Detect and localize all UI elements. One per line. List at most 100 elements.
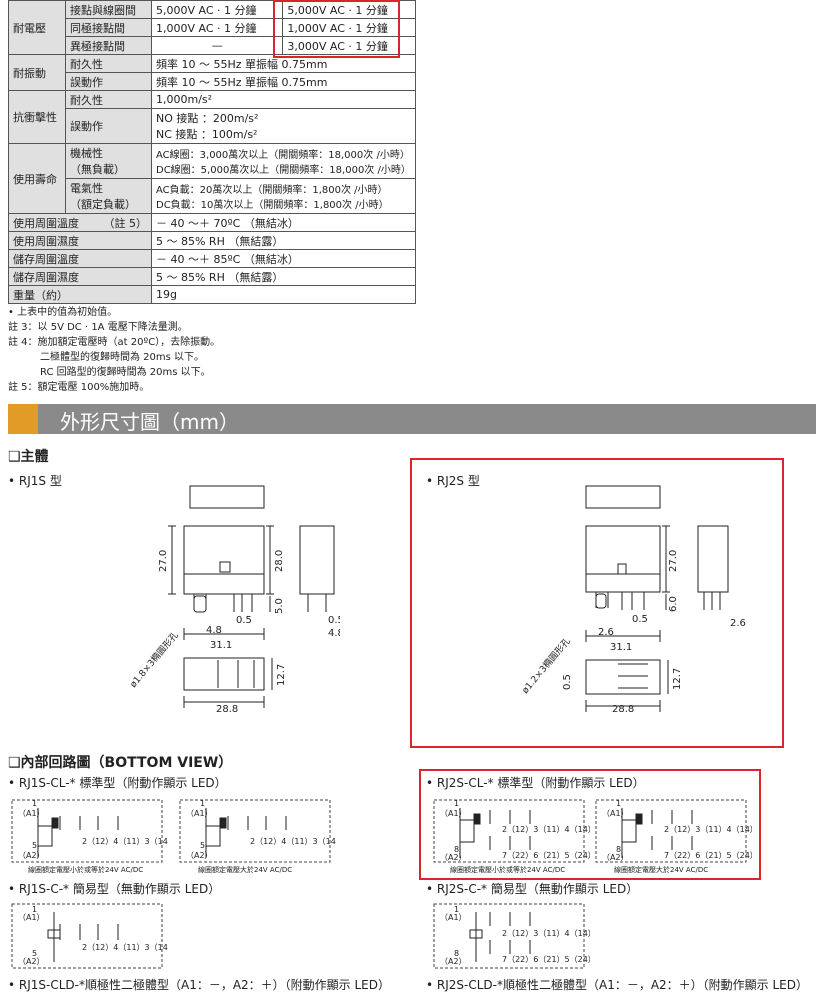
pin-label: 5	[32, 841, 37, 850]
dim-label: 0.5	[236, 615, 252, 626]
item-line: （無負載）	[70, 163, 125, 176]
value-cell: AC負載：20萬次以上（開關頻率：1,800次 /小時） DC負載：10萬次以上…	[151, 178, 416, 214]
pin-label: 8	[616, 845, 621, 854]
pin-label: （A1）	[440, 913, 467, 922]
dim-label: 4.8	[206, 625, 222, 636]
rj2s-cl-caption: • RJ2S-CL-* 標準型（附動作顯示 LED）	[426, 776, 645, 790]
relay-top-view	[189, 485, 265, 509]
table-row: 電氣性 （額定負載） AC負載：20萬次以上（開關頻率：1,800次 /小時） …	[9, 178, 416, 214]
note-line: RC 回路型的復歸時間為 20ms 以下。	[40, 367, 211, 378]
item-cell: 誤動作	[65, 108, 152, 144]
dim-label: 12.7	[672, 668, 683, 690]
value-line: DC負載：10萬次以上（開關頻率：1,800次 /小時）	[156, 200, 389, 211]
item-cell: 耐久性	[65, 90, 152, 109]
pin-label: 1	[454, 799, 459, 808]
rj2s-label: • RJ2S 型	[426, 474, 480, 488]
circuit-rj1s-cl-gt24: 1 （A1） 5 （A2） 2（12）4（11）3（14） 線圈額定電壓大於24…	[179, 799, 336, 874]
note-line: 二極體型的復歸時間為 20ms 以下。	[40, 352, 205, 363]
pin-label: 1	[616, 799, 621, 808]
value-line: AC負載：20萬次以上（開關頻率：1,800次 /小時）	[156, 185, 388, 196]
circuit-rj1s-cl-le24: 1 （A1） 5 （A2） 2（12）4（11）3（14） 線圈額定電壓小於或等…	[11, 799, 168, 874]
circuit-heading: ❑內部回路圖（BOTTOM VIEW）	[8, 755, 233, 771]
pin-label: 1	[32, 799, 37, 808]
voltage-caption: 線圈額定電壓大於24V AC/DC	[614, 865, 708, 874]
table-row: 耐振動 耐久性 頻率 10 ～ 55Hz 單振幅 0.75mm	[8, 54, 416, 91]
pin-label: （A2）	[440, 853, 467, 862]
relay-bottom-view	[183, 657, 265, 691]
table-row: 誤動作 NO 接點 ：200m/s² NC 接點 ：100m/s²	[9, 108, 416, 144]
value-cell: 5 ～ 85% RH （無結露）	[151, 267, 416, 286]
value-line: NC 接點 ：100m/s²	[156, 128, 258, 141]
dim-label: 28.0	[274, 550, 285, 572]
value-cell: － 40 ～＋ 70ºC （無結冰）	[151, 213, 416, 232]
pin-label: （A2）	[18, 851, 45, 860]
value-cell: AC線圈：3,000萬次以上（開關頻率：18,000次 /小時） DC線圈：5,…	[151, 143, 416, 179]
group-cell: 使用壽命	[8, 143, 66, 214]
pin-label: （A1）	[186, 809, 213, 818]
dim-label: 28.8	[216, 704, 238, 712]
pin-label: （A1）	[18, 809, 45, 818]
table-row: 耐電壓 接點與線圈間 5,000V AC · 1 分鐘 5,000V AC · …	[8, 0, 416, 55]
circuit-rj2s-cl-le24: 1 （A1） 8 （A2） 2（12）3（11）4（14） 7（22）6（21）…	[433, 799, 590, 874]
dim-label: 0.5	[562, 674, 573, 690]
dim-label: 31.1	[610, 642, 632, 653]
rj1s-cld-caption: • RJ1S-CLD-*順極性二極體型（A1：－，A2：＋）（附動作顯示 LED…	[8, 978, 390, 992]
note-line: • 上表中的值為初始值。	[8, 307, 118, 318]
relay-side-body	[183, 525, 265, 595]
circuit-rj1s-c: 1 （A1） 5 （A2） 2（12）4（11）3（14）	[11, 903, 168, 969]
pin-label: （A1）	[602, 809, 629, 818]
pin-row: 7（22）6（21）5（24）	[502, 955, 590, 964]
banner-accent	[8, 404, 38, 434]
value-cell: 3,000V AC · 1 分鐘	[282, 36, 416, 55]
pin-label: （A2）	[602, 853, 629, 862]
item-line: （額定負載）	[70, 198, 136, 211]
highlight-box-rj2s	[410, 458, 784, 748]
rj1s-c-caption: • RJ1S-C-* 簡易型（無動作顯示 LED）	[8, 882, 221, 896]
highlight-box-table	[273, 0, 400, 58]
rj2s-cld-caption: • RJ2S-CLD-*順極性二極體型（A1：－，A2：＋）（附動作顯示 LED…	[426, 978, 808, 992]
pin-label: （A2）	[18, 957, 45, 966]
value-line: NO 接點 ：200m/s²	[156, 112, 259, 125]
item-line: 機械性	[70, 147, 103, 160]
label-cell: 儲存周圍溫度	[8, 249, 152, 268]
label-cell: 重量（約）	[8, 285, 152, 304]
table-row: 抗衝擊性 耐久性 1,000m/s²	[8, 90, 416, 144]
value-cell: － 40 ～＋ 85ºC （無結冰）	[151, 249, 416, 268]
dim-label: 27.0	[668, 550, 679, 572]
table-row: 同極接點間 1,000V AC · 1 分鐘 1,000V AC · 1 分鐘	[9, 18, 416, 37]
item-cell: 異極接點間	[65, 36, 152, 55]
rj1s-label: • RJ1S 型	[8, 474, 62, 488]
dim-label: 0.5	[632, 614, 648, 625]
value-cell: 5,000V AC · 1 分鐘	[150, 0, 284, 19]
section-title: 外形尺寸圖（mm）	[60, 410, 239, 434]
group-cell: 耐振動	[8, 54, 66, 91]
value-cell: 頻率 10 ～ 55Hz 單振幅 0.75mm	[151, 54, 416, 73]
value-cell: —	[150, 36, 284, 55]
dim-label: 2.6	[598, 627, 614, 638]
label-cell: 儲存周圍濕度	[8, 267, 152, 286]
table-row: 儲存周圍濕度 5 ～ 85% RH （無結露）	[8, 267, 416, 286]
pin-row: 2（12）4（11）3（14）	[82, 943, 168, 952]
row-label: 使用周圍溫度	[13, 216, 79, 230]
table-row: 使用周圍溫度 （註 5） － 40 ～＋ 70ºC （無結冰）	[8, 213, 416, 232]
item-cell: 電氣性 （額定負載）	[65, 178, 152, 214]
pin-label: （A2）	[186, 851, 213, 860]
value-line: AC線圈：3,000萬次以上（開關頻率：18,000次 /小時）	[156, 150, 410, 161]
relay-bottom-view	[585, 659, 661, 695]
highlight-box-rj2s-cl	[419, 769, 761, 880]
value-cell: 頻率 10 ～ 55Hz 單振幅 0.75mm	[151, 72, 416, 91]
value-cell: 1,000V AC · 1 分鐘	[150, 18, 284, 37]
value-cell: 19g	[151, 285, 416, 304]
group-cell: 抗衝擊性	[8, 90, 66, 144]
pin-label: 8	[454, 949, 459, 958]
rj1s-dimension-drawing: 27.0 28.0 5.0 0.5 4.8 31.1 0.5 4.8 12.7 …	[127, 485, 340, 712]
voltage-caption: 線圈額定電壓小於或等於24V AC/DC	[450, 865, 565, 874]
item-cell: 接點與線圈間	[65, 0, 152, 19]
pin-row: 2（12）3（11）4（14）	[502, 929, 590, 938]
note-line: 註 4：施加額定電壓時（at 20ºC），去除振動。	[8, 337, 221, 348]
spec-table: 耐電壓 接點與線圈間 5,000V AC · 1 分鐘 5,000V AC · …	[8, 0, 416, 304]
item-cell: 同極接點間	[65, 18, 152, 37]
pin-row: 2（12）3（11）4（14）	[664, 825, 752, 834]
value-cell: 5 ～ 85% RH （無結露）	[151, 231, 416, 250]
value-cell: NO 接點 ：200m/s² NC 接點 ：100m/s²	[151, 108, 416, 144]
